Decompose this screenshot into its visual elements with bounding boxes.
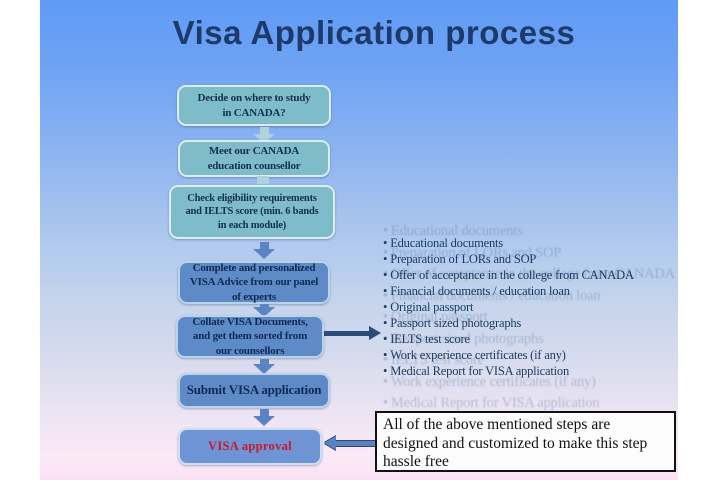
- flow-step-label: Check eligibility requirements and IELTS…: [185, 192, 319, 231]
- bullet-icon: [383, 395, 391, 411]
- bullet-icon: [383, 284, 390, 298]
- document-checklist: Educational documents Preparation of LOR…: [383, 235, 678, 379]
- bullet-icon: [383, 252, 390, 266]
- checklist-item-label: Preparation of LORs and SOP: [390, 252, 537, 266]
- checklist-item-label: IELTS test score: [390, 332, 470, 346]
- checklist-item: Educational documents: [383, 235, 678, 251]
- bullet-icon: [383, 331, 391, 347]
- arrow-stem: [336, 440, 377, 446]
- ghost-item: IELTS test score: [383, 350, 678, 372]
- bullet-icon: [383, 309, 391, 325]
- arrow-head: [369, 326, 381, 340]
- bullet-icon: [383, 288, 391, 304]
- bullet-icon: [383, 223, 391, 239]
- arrow-head: [253, 307, 275, 317]
- arrow-head: [253, 134, 275, 143]
- ghost-item: Original passport: [383, 307, 678, 329]
- flow-step-label: Meet our CANADA education counsellor: [207, 145, 301, 172]
- flow-step-decide: Decide on where to study in CANADA?: [177, 85, 331, 126]
- down-arrow-icon: [253, 242, 275, 259]
- bullet-icon: [383, 266, 391, 282]
- checklist-item: Work experience certificates (if any): [383, 347, 678, 363]
- checklist-item-label: Medical Report for VISA application: [390, 364, 570, 378]
- flow-step-submit: Submit VISA application: [178, 373, 330, 408]
- ghost-item: Financial documents / education loan: [383, 286, 678, 308]
- flow-step-advice: Complete and personalized VISA Advice fr…: [178, 261, 330, 304]
- arrow-stem: [259, 359, 269, 364]
- arrow-stem: [324, 330, 369, 336]
- checklist-item: Medical Report for VISA application: [383, 363, 678, 379]
- checklist-item: Original passport: [383, 299, 678, 315]
- checklist-item-label: Original passport: [390, 300, 474, 314]
- checklist-item-label: Work experience certificates (if any): [390, 348, 566, 362]
- flow-step-label: VISA approval: [208, 439, 292, 454]
- bullet-icon: [383, 352, 391, 368]
- checklist-item: IELTS test score: [383, 331, 678, 347]
- checklist-item: Passport sized photographs: [383, 315, 678, 331]
- checklist-item-label: Educational documents: [390, 236, 503, 250]
- ghost-item: Work experience certificates (if any): [383, 372, 678, 394]
- checklist-item-label: Offer of acceptance in the college from …: [390, 268, 634, 282]
- arrow-stem: [259, 304, 269, 307]
- ghost-item: Passport sized photographs: [383, 329, 678, 351]
- bullet-icon: [383, 348, 390, 362]
- arrow-stem: [259, 242, 269, 249]
- ghost-item: Educational documents: [383, 221, 678, 243]
- bullet-icon: [383, 300, 390, 314]
- arrow-head: [253, 249, 275, 259]
- bullet-icon: [383, 316, 390, 330]
- bullet-icon: [383, 364, 390, 378]
- flow-step-label: Decide on where to study in CANADA?: [197, 92, 311, 119]
- checklist-item: Financial documents / education loan: [383, 283, 678, 299]
- arrow-stem: [259, 127, 269, 134]
- flow-step-counsellor: Meet our CANADA education counsellor: [178, 140, 330, 177]
- flow-step-eligibility: Check eligibility requirements and IELTS…: [169, 185, 335, 239]
- checklist-ghost: Educational documents Preparation of LOR…: [383, 221, 678, 415]
- flow-step-label: Submit VISA application: [186, 382, 322, 398]
- checklist-item-label: Financial documents / education loan: [390, 284, 570, 298]
- bullet-icon: [383, 268, 390, 282]
- arrow-head: [324, 436, 336, 450]
- checklist-item: Preparation of LORs and SOP: [383, 251, 678, 267]
- flow-step-collate: Collate VISA Documents, and get them sor…: [176, 315, 324, 358]
- arrow-head: [253, 416, 275, 426]
- left-arrow-icon: [324, 436, 377, 450]
- flow-step-label: Complete and personalized VISA Advice fr…: [189, 262, 319, 303]
- arrow-stem: [257, 176, 269, 184]
- note-box: All of the above mentioned steps are des…: [375, 411, 676, 472]
- flow-step-approval: VISA approval: [178, 428, 322, 465]
- note-text: All of the above mentioned steps are des…: [383, 416, 648, 471]
- down-arrow-icon: [253, 409, 275, 426]
- presentation-slide: Visa Application process Decide on where…: [40, 0, 678, 480]
- down-arrow-icon: [253, 304, 275, 317]
- down-arrow-icon: [253, 359, 275, 374]
- right-arrow-icon: [324, 326, 381, 340]
- down-arrow-icon: [253, 127, 275, 143]
- checklist-item: Offer of acceptance in the college from …: [383, 267, 678, 283]
- connector-stub-icon: [257, 176, 269, 193]
- ghost-item: Offer of acceptance in the college from …: [383, 264, 678, 286]
- bullet-icon: [383, 332, 390, 346]
- bullet-icon: [383, 236, 390, 250]
- page-title: Visa Application process: [172, 14, 576, 51]
- bullet-icon: [383, 374, 391, 390]
- arrow-stem: [259, 409, 269, 416]
- checklist-item-label: Passport sized photographs: [390, 316, 522, 330]
- bullet-icon: [383, 245, 391, 261]
- arrow-head: [253, 364, 275, 374]
- flow-step-label: Collate VISA Documents, and get them sor…: [192, 316, 308, 357]
- ghost-item: Preparation of LORs and SOP: [383, 243, 678, 265]
- ghost-item: Medical Report for VISA application: [383, 393, 678, 415]
